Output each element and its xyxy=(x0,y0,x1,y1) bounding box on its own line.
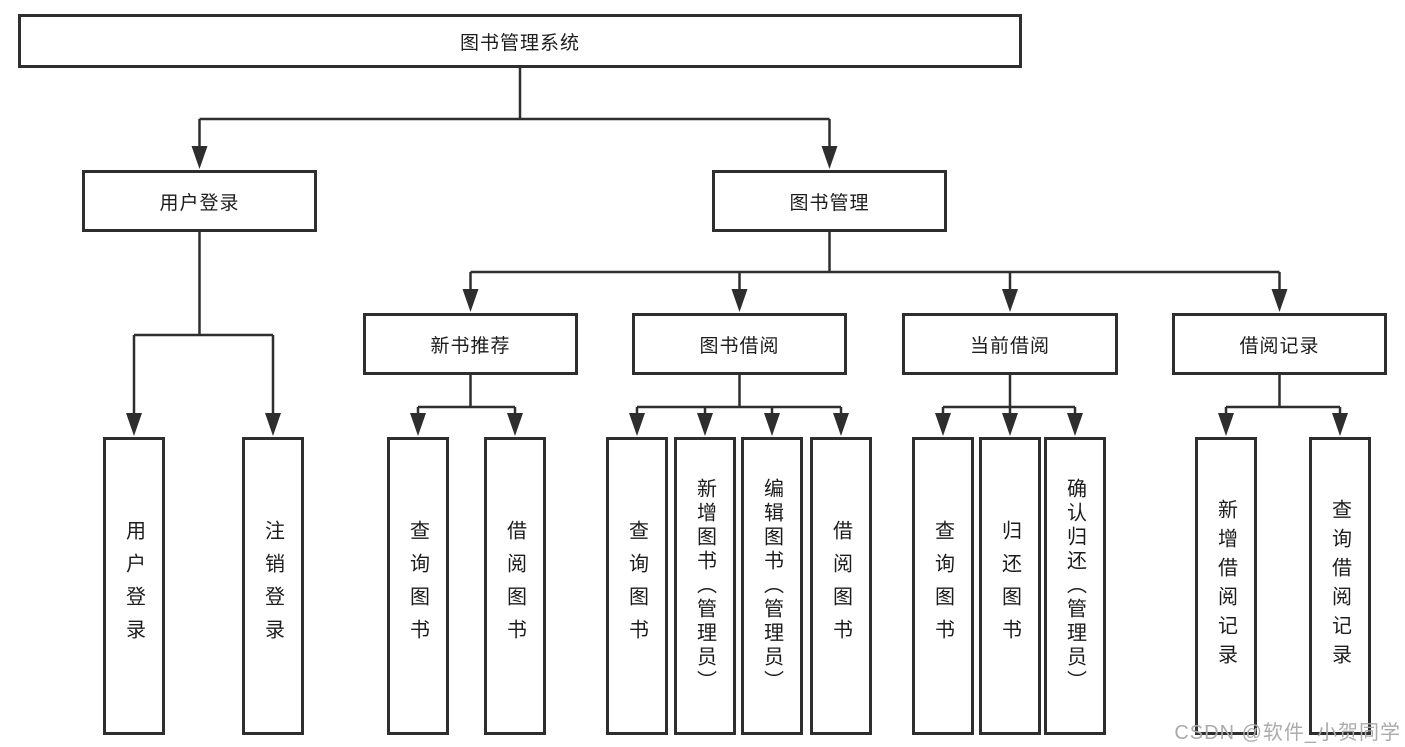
node-book-borrowing: 图书借阅 xyxy=(632,313,847,375)
csdn-watermark: CSDN @软件_小贺同学 xyxy=(1174,722,1401,744)
leaf-query-borrow-record: 查询借阅记录 xyxy=(1309,437,1371,735)
arrow-icon xyxy=(821,146,838,169)
connector-new-book-to-leaves xyxy=(416,375,517,414)
leaf-query-books-borrowing: 查询图书 xyxy=(606,437,668,735)
leaf-user-login: 用户登录 xyxy=(103,437,165,735)
arrow-icon xyxy=(935,413,951,436)
arrow-icon xyxy=(410,413,426,436)
leaf-add-borrow-record: 新增借阅记录 xyxy=(1195,437,1257,735)
arrow-icon xyxy=(462,289,479,312)
node-borrowing-records: 借阅记录 xyxy=(1172,313,1387,375)
leaf-query-books-recommend: 查询图书 xyxy=(387,437,449,735)
arrow-icon xyxy=(1002,413,1018,436)
arrow-icon xyxy=(265,413,281,436)
arrow-icon xyxy=(1271,289,1288,312)
arrow-icon xyxy=(1002,289,1018,312)
node-library-management-system: 图书管理系统 xyxy=(18,14,1022,68)
arrow-icon xyxy=(764,413,780,436)
arrowheads xyxy=(126,146,1348,436)
leaf-add-books-admin: 新增图书（管理员） xyxy=(674,437,736,735)
node-new-book-recommendation: 新书推荐 xyxy=(363,313,578,375)
leaf-logout: 注销登录 xyxy=(242,437,304,735)
node-user-login-branch: 用户登录 xyxy=(82,170,317,232)
leaf-confirm-return-admin: 确认归还（管理员） xyxy=(1044,437,1106,735)
leaf-borrow-books: 借阅图书 xyxy=(810,437,872,735)
connector-borrow-record-to-leaves xyxy=(1224,375,1342,414)
connector-current-borrow-to-leaves xyxy=(941,375,1077,414)
leaf-borrow-books-recommend: 借阅图书 xyxy=(484,437,546,735)
arrow-icon xyxy=(629,413,645,436)
arrow-icon xyxy=(1067,413,1083,436)
arrow-icon xyxy=(126,413,142,436)
leaf-return-books: 归还图书 xyxy=(979,437,1041,735)
arrow-icon xyxy=(191,146,208,169)
arrow-icon xyxy=(1332,413,1348,436)
node-current-borrowing: 当前借阅 xyxy=(902,313,1118,375)
arrow-icon xyxy=(1218,413,1234,436)
connector-book-borrow-to-leaves xyxy=(635,375,843,414)
arrow-icon xyxy=(731,289,748,312)
leaf-edit-books-admin: 编辑图书（管理员） xyxy=(741,437,803,735)
arrow-icon xyxy=(833,413,849,436)
arrow-icon xyxy=(697,413,713,436)
arrow-icon xyxy=(507,413,523,436)
connector-book-mgmt-to-level3 xyxy=(469,232,1281,290)
connector-user-login-to-leaves xyxy=(132,232,275,414)
node-book-management-branch: 图书管理 xyxy=(712,170,947,232)
leaf-query-books-current: 查询图书 xyxy=(912,437,974,735)
connector-root-to-level2 xyxy=(198,68,831,147)
